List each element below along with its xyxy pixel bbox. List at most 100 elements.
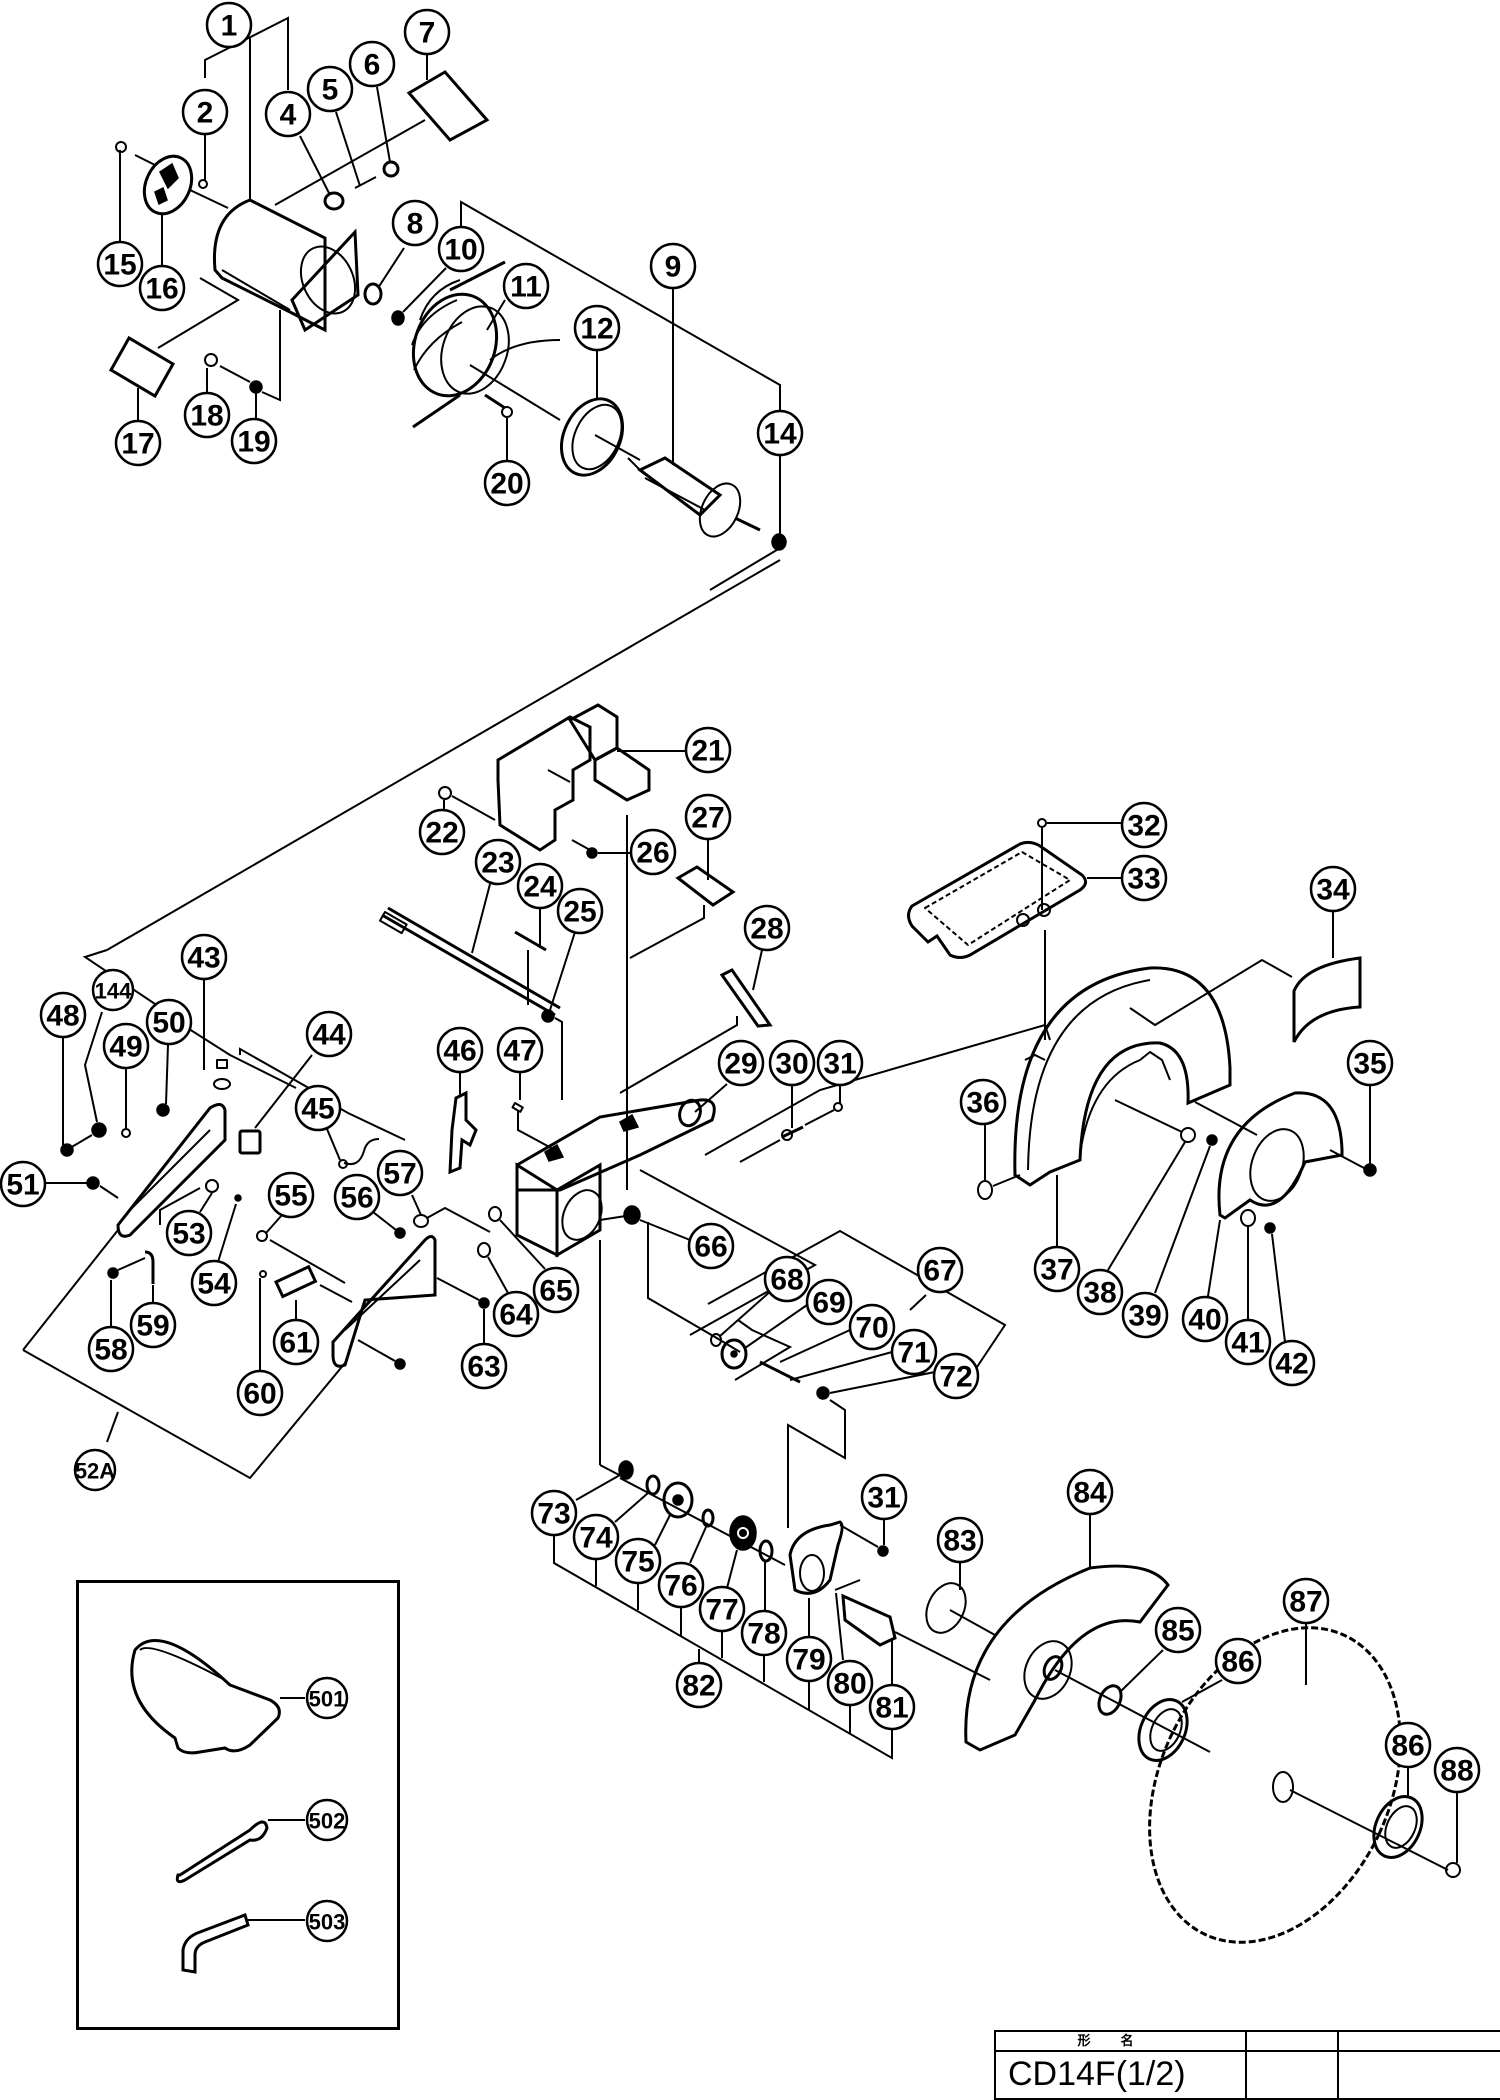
callout-number: 21 [691, 735, 724, 768]
callout-circle [264, 90, 312, 138]
callout-circle [1033, 1245, 1081, 1293]
callout-circle [305, 1010, 353, 1058]
callout-number: 85 [1161, 1615, 1194, 1648]
callout-85: 85 [1154, 1606, 1202, 1654]
callout-circle [348, 40, 396, 88]
callout-52A: 52A [73, 1448, 117, 1492]
callout-circle [205, 1, 253, 49]
title-block-value-blank-1 [1247, 2052, 1339, 2098]
callout-61: 61 [272, 1318, 320, 1366]
callout-circle [138, 264, 186, 312]
callout-circle [91, 968, 135, 1012]
callout-17: 17 [114, 419, 162, 467]
callout-circle [96, 240, 144, 288]
title-block-value-blank-2 [1339, 2052, 1500, 2098]
callout-number: 80 [833, 1668, 866, 1701]
callout-number: 66 [694, 1231, 727, 1264]
handle [106, 559, 781, 1190]
callout-number: 15 [103, 249, 136, 282]
callout-number: 1 [221, 10, 238, 43]
callout-31: 31 [816, 1039, 864, 1087]
callout-87: 87 [1282, 1577, 1330, 1625]
callout-circle [1214, 1637, 1262, 1685]
callout-number: 36 [966, 1087, 999, 1120]
callout-number: 53 [172, 1218, 205, 1251]
callout-4: 4 [264, 90, 312, 138]
callout-10: 10 [437, 225, 485, 273]
callout-number: 58 [94, 1334, 127, 1367]
callout-83: 83 [936, 1516, 984, 1564]
callout-48: 48 [39, 991, 87, 1039]
callout-35: 35 [1346, 1039, 1394, 1087]
callout-circle [39, 991, 87, 1039]
callout-57: 57 [376, 1149, 424, 1197]
callout-75: 75 [614, 1537, 662, 1585]
callout-number: 88 [1440, 1755, 1473, 1788]
callout-circle [1282, 1577, 1330, 1625]
callout-29: 29 [717, 1039, 765, 1087]
callout-number: 50 [152, 1007, 185, 1040]
callout-28: 28 [743, 904, 791, 952]
callout-number: 84 [1073, 1477, 1107, 1510]
callout-circle [305, 1899, 349, 1943]
callout-number: 25 [563, 896, 596, 929]
callout-number: 24 [523, 871, 557, 904]
callout-503: 503 [305, 1899, 349, 1943]
callout-number: 74 [579, 1522, 613, 1555]
callout-circle [1076, 1268, 1124, 1316]
callout-number: 37 [1040, 1254, 1073, 1287]
callout-number: 52A [75, 1459, 115, 1484]
callout-number: 59 [136, 1310, 169, 1343]
callout-72: 72 [932, 1352, 980, 1400]
callout-circle [657, 1561, 705, 1609]
callout-circle [1384, 1721, 1432, 1769]
callout-number: 502 [309, 1809, 346, 1834]
callout-circle [129, 1301, 177, 1349]
motor [363, 200, 787, 591]
callout-circle [181, 88, 229, 136]
spindle [553, 1460, 991, 1760]
callout-number: 6 [364, 49, 381, 82]
model-number: CD14F(1/2) [996, 2052, 1247, 2098]
callout-64: 64 [492, 1290, 540, 1338]
callout-76: 76 [657, 1561, 705, 1609]
callout-number: 38 [1083, 1277, 1116, 1310]
callout-number: 14 [763, 418, 797, 451]
callout-number: 73 [537, 1498, 570, 1531]
callout-36: 36 [959, 1078, 1007, 1126]
callout-number: 19 [237, 426, 270, 459]
callout-circle [102, 1022, 150, 1070]
callout-24: 24 [516, 862, 564, 910]
callout-15: 15 [96, 240, 144, 288]
callout-circle [294, 1084, 342, 1132]
callout-88: 88 [1433, 1746, 1481, 1794]
callout-number: 8 [407, 208, 424, 241]
callout-number: 42 [1275, 1348, 1308, 1381]
gear-case [448, 1023, 1051, 1465]
callout-8: 8 [391, 199, 439, 247]
callout-number: 7 [419, 17, 436, 50]
callout-number: 43 [187, 942, 220, 975]
callout-circle [403, 8, 451, 56]
callout-25: 25 [556, 887, 604, 935]
callout-65: 65 [532, 1266, 580, 1314]
callout-circle [573, 304, 621, 352]
callout-2: 2 [181, 88, 229, 136]
callout-number: 2 [197, 97, 214, 130]
callout-11: 11 [502, 262, 550, 310]
title-block-header-blank-1 [1247, 2032, 1339, 2052]
callout-circle [1224, 1318, 1272, 1366]
callout-73: 73 [530, 1489, 578, 1537]
callout-number: 83 [943, 1525, 976, 1558]
callout-71: 71 [890, 1328, 938, 1376]
callout-circle [460, 1342, 508, 1390]
callout-5: 5 [306, 65, 354, 113]
callout-number: 33 [1127, 863, 1160, 896]
callout-number: 78 [747, 1618, 780, 1651]
callout-number: 18 [190, 400, 223, 433]
callout-number: 76 [664, 1570, 697, 1603]
callout-circle [492, 1290, 540, 1338]
callout-number: 60 [243, 1378, 276, 1411]
callout-circle [333, 1173, 381, 1221]
